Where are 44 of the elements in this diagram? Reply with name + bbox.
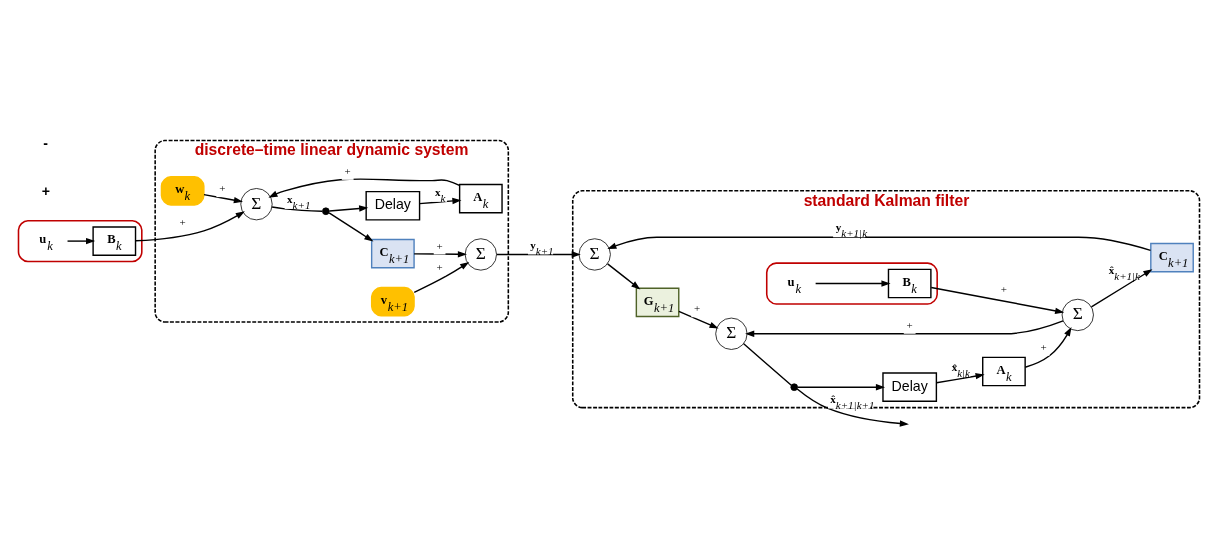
node-circle: Σ [464,238,497,271]
arrow [607,236,1152,252]
edge-label: + [179,215,186,228]
node-circle [322,207,330,216]
edge-label: + [1040,340,1047,353]
arrow [930,286,1065,314]
connector [743,343,792,386]
node-circle [790,383,798,391]
arrow [935,373,985,384]
edge-label: + [906,318,913,331]
label: - [43,134,48,151]
node-circle: Σ [1061,298,1094,332]
edge-label: + [694,302,701,315]
edge-label: + [1000,283,1007,296]
arrow [1024,327,1072,368]
edge-label: + [219,182,226,195]
node-circle: Σ [578,238,611,271]
arrow [328,212,374,242]
arrow [606,263,641,290]
node-circle: Σ [715,317,748,350]
arrow [134,211,245,242]
arrow [797,384,885,391]
arrow [413,251,467,258]
arrow [413,261,470,293]
edge-label: + [344,164,351,177]
arrow [66,237,96,245]
arrow [745,320,1064,337]
cluster [765,262,938,305]
arrow [1090,269,1153,308]
node-box: Delay [365,190,421,221]
arrow [678,310,719,329]
label: + [41,182,50,199]
arrow [203,193,243,204]
arrow [496,251,581,258]
cluster [17,219,143,263]
edge-label: + [436,260,443,273]
edge-label: + [436,239,443,252]
node-circle: Σ [240,188,273,221]
arrow [268,178,461,198]
arrow [418,197,462,205]
node-box: Delay [882,372,938,403]
arrow [814,280,891,287]
arrow [328,205,369,212]
connector [271,206,323,212]
